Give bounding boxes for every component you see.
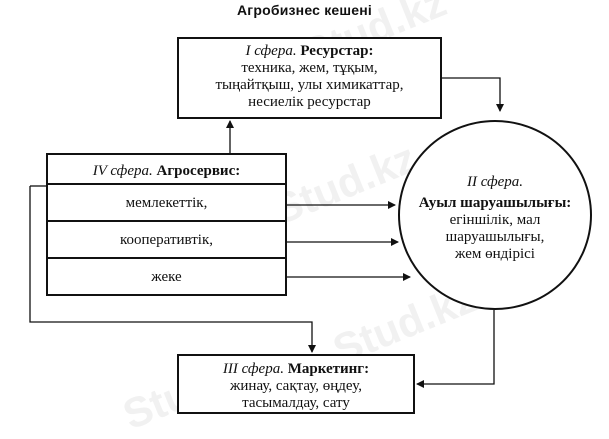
sphere4-box: IV сфера. Агросервис: мемлекеттік, коопе… (46, 153, 287, 297)
sphere4-label: IV сфера. (92, 163, 153, 179)
sphere4-row-cooperative: кооперативтік, (46, 222, 287, 259)
arrow-sphere4-to-sphere3 (29, 186, 316, 353)
sphere2-circle: II сфера. Ауыл шаруашылығы: егіншілік, м… (398, 120, 592, 310)
sphere4-row-private: жеке (46, 259, 287, 296)
sphere3-heading-line: III сфера. Маркетинг: (179, 361, 413, 378)
sphere3-box: III сфера. Маркетинг: жинау, сақтау, өңд… (177, 354, 415, 414)
sphere3-line: тасымалдау, сату (242, 395, 350, 411)
sphere3-label: III сфера. (222, 361, 284, 377)
arrow-sphere1-to-sphere2 (442, 77, 504, 112)
diagram-title: Агробизнес кешені (237, 2, 372, 18)
sphere4-heading: Агросервис: (156, 163, 241, 179)
sphere1-box: I сфера. Ресурстар: техника, жем, тұқым,… (177, 37, 442, 119)
sphere1-line: тыңайтқыш, улы химикаттар, (215, 77, 404, 93)
sphere2-line: жем өндірісі (455, 246, 535, 262)
sphere4-header: IV сфера. Агросервис: (46, 153, 287, 185)
sphere2-label: II сфера. (466, 174, 524, 190)
sphere4-row-state: мемлекеттік, (46, 185, 287, 222)
sphere1-label: I сфера. (245, 43, 297, 59)
sphere2-heading: Ауыл шаруашылығы: (418, 195, 572, 211)
sphere1-heading: Ресурстар: (300, 43, 374, 59)
diagram: Stud.kz Stud.kz Stud.kz Stud.kz Агробизн… (29, 0, 592, 438)
sphere2-line: шаруашылығы, (445, 229, 545, 245)
sphere1-line: техника, жем, тұқым, (241, 60, 378, 76)
connector-lines (29, 77, 504, 388)
sphere3-heading: Маркетинг: (287, 361, 370, 377)
sphere2-line: егіншілік, мал (449, 212, 541, 228)
sphere1-line: несиелік ресурстар (248, 94, 371, 110)
sphere1-heading-line: I сфера. Ресурстар: (179, 43, 440, 60)
sphere3-line: жинау, сақтау, өңдеу, (230, 378, 362, 394)
arrow-sphere2-to-sphere3 (416, 310, 495, 388)
